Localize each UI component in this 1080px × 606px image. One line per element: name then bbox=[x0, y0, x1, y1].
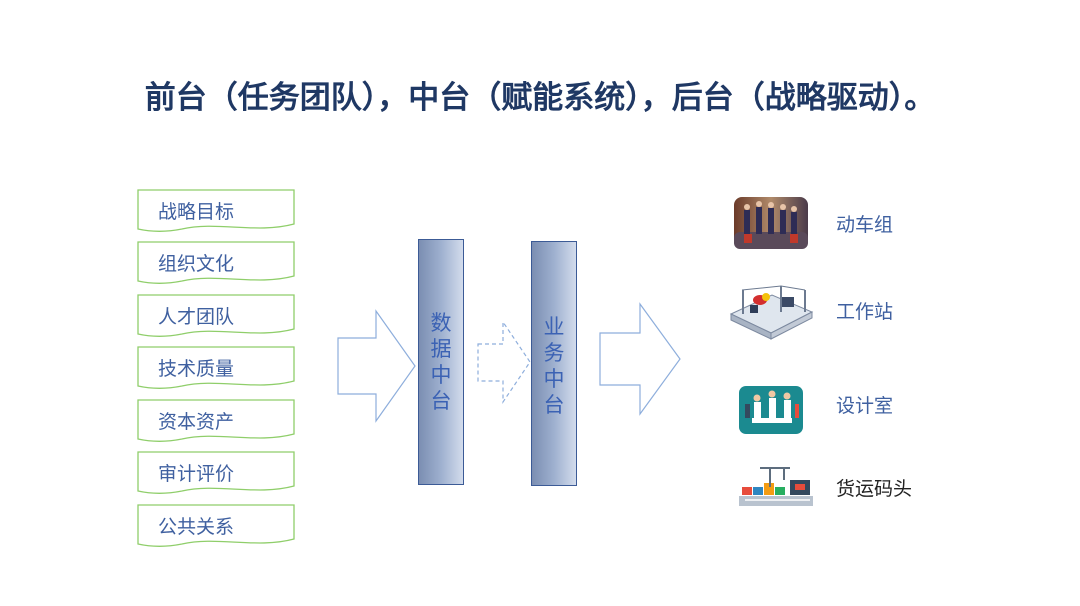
left-arrow bbox=[337, 309, 416, 423]
left-item-org-culture: 组织文化 bbox=[137, 241, 295, 284]
left-item-audit-evaluation: 审计评价 bbox=[137, 451, 295, 494]
column-char: 中 bbox=[543, 367, 565, 391]
document-shape bbox=[137, 346, 295, 389]
left-item-label: 资本资产 bbox=[158, 411, 235, 433]
data-platform-column: 数 据 中 台 bbox=[418, 239, 464, 485]
document-shape bbox=[137, 294, 295, 337]
left-item-strategy-goal: 战略目标 bbox=[137, 189, 295, 232]
document-shape bbox=[137, 451, 295, 494]
right-item-label-emu: 动车组 bbox=[836, 214, 894, 236]
left-item-label: 技术质量 bbox=[158, 358, 235, 380]
document-shape bbox=[137, 241, 295, 284]
column-char: 中 bbox=[430, 363, 452, 387]
column-char: 业 bbox=[543, 315, 565, 339]
column-char: 台 bbox=[430, 389, 452, 413]
left-item-public-relations: 公共关系 bbox=[137, 504, 295, 547]
left-item-tech-quality: 技术质量 bbox=[137, 346, 295, 389]
left-item-label: 公共关系 bbox=[158, 516, 235, 538]
document-shape bbox=[137, 189, 295, 232]
left-item-capital-assets: 资本资产 bbox=[137, 399, 295, 442]
left-item-label: 审计评价 bbox=[158, 463, 235, 485]
page-title: 前台（任务团队），中台（赋能系统），后台（战略驱动）。 bbox=[144, 80, 936, 116]
column-char: 务 bbox=[543, 341, 565, 365]
right-item-label-workstation: 工作站 bbox=[836, 301, 894, 323]
left-item-label: 组织文化 bbox=[158, 253, 235, 275]
column-char: 数 bbox=[430, 311, 452, 335]
middle-dashed-arrow bbox=[477, 320, 531, 404]
right-arrow bbox=[599, 302, 681, 416]
left-item-label: 战略目标 bbox=[158, 201, 235, 223]
business-platform-column: 业 务 中 台 bbox=[531, 241, 577, 486]
left-item-talent-team: 人才团队 bbox=[137, 294, 295, 337]
document-shape bbox=[137, 399, 295, 442]
left-item-label: 人才团队 bbox=[158, 306, 235, 328]
column-char: 台 bbox=[543, 393, 565, 417]
right-item-label-cargo-port: 货运码头 bbox=[836, 478, 913, 500]
document-shape bbox=[137, 504, 295, 547]
column-char: 据 bbox=[430, 337, 452, 361]
right-item-label-design-room: 设计室 bbox=[836, 395, 894, 417]
